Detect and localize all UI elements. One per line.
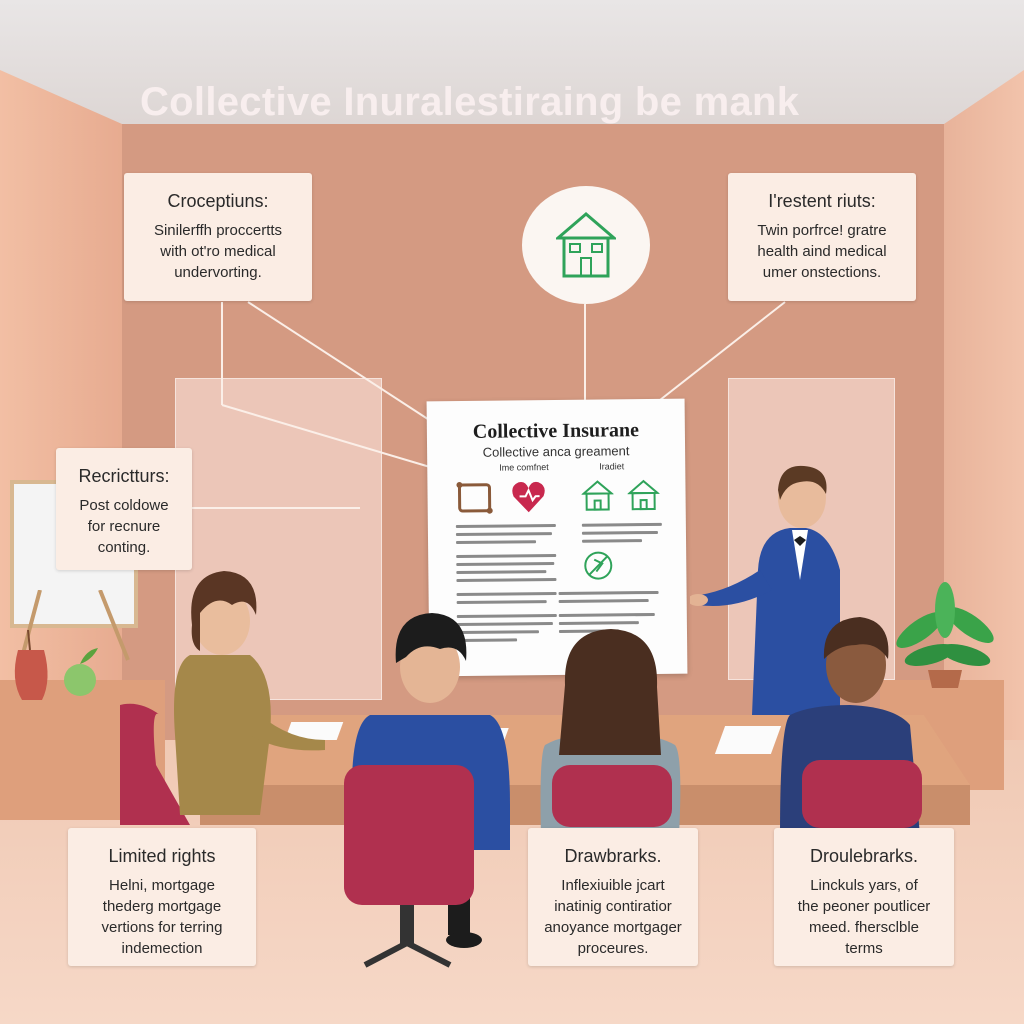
callout-title: Droulebrarks. <box>809 846 919 866</box>
poster-label-left: Ime comfnet <box>499 462 549 473</box>
shield-icon <box>584 551 613 580</box>
callout-body: Helni, mortgage thederg mortgage vertion… <box>101 877 223 957</box>
house-icon <box>581 480 614 511</box>
chair <box>344 765 474 968</box>
callout-title: I'restent riuts: <box>768 191 876 211</box>
house-icon <box>556 212 616 278</box>
poster-text-line <box>558 599 649 603</box>
poster-text-line <box>456 600 547 605</box>
poster-text-line <box>456 540 537 545</box>
callout-body: Twin porfrce! gratre health aind medical… <box>757 222 887 281</box>
callout-top-right: I'restent riuts: Twin porfrce! gratre he… <box>728 173 916 301</box>
plant <box>896 582 994 688</box>
callout-title: Limited rights <box>108 846 216 866</box>
page-title: Collective Inuralestiraing be mank <box>140 80 800 124</box>
poster-text-line <box>455 532 552 537</box>
poster-text-line <box>456 578 557 583</box>
callout-body: Inflexiuible jcart inatinig contiratior … <box>544 877 682 957</box>
callout-title: Croceptiuns: <box>167 191 269 211</box>
house-icon <box>627 479 660 511</box>
decor-vase-apple <box>14 629 98 700</box>
poster-text-line <box>455 524 556 529</box>
poster-title: Collective Insurane <box>472 419 640 443</box>
heart-icon <box>512 481 545 513</box>
poster-text-line <box>456 554 557 559</box>
callout-mid-left: Recrictturs: Post coldowe for recnure co… <box>56 448 192 570</box>
callout-title: Drawbrarks. <box>564 846 662 866</box>
house-badge <box>522 186 650 304</box>
callout-bottom-right: Droulebrarks. Linckuls yars, of the peon… <box>774 828 954 966</box>
insurance-poster: Collective Insurane Collective anca grea… <box>426 398 688 677</box>
chair <box>552 765 672 827</box>
poster-text-line <box>558 590 659 595</box>
poster-text-line <box>581 530 658 535</box>
callout-body: Linckuls yars, of the peoner poutlicer m… <box>797 877 931 957</box>
callout-body: Sinilerffh proccertts with ot'ro medical… <box>153 222 283 281</box>
paper-sheet <box>714 726 782 754</box>
attendee-left <box>120 571 325 825</box>
poster-text-line <box>582 539 643 543</box>
chain-icon <box>456 482 493 514</box>
poster-text-line <box>558 612 655 617</box>
poster-label-right: Iradiet <box>599 461 625 472</box>
ceiling <box>0 0 1024 124</box>
poster-text-line <box>581 522 662 527</box>
poster-subtitle: Collective anca greament <box>482 443 630 460</box>
presenter <box>690 465 840 715</box>
callout-title: Recrictturs: <box>78 466 170 486</box>
poster-text-line <box>456 592 557 597</box>
poster-text-line <box>456 562 555 567</box>
callout-bottom-left: Limited rights Helni, mortgage thederg m… <box>68 828 256 966</box>
poster-text-line <box>456 570 547 575</box>
chair <box>802 760 922 828</box>
callout-bottom-center: Drawbrarks. Inflexiuible jcart inatinig … <box>528 828 698 966</box>
callout-body: Post coldowe for recnure conting. <box>79 497 169 556</box>
callout-top-left: Croceptiuns: Sinilerffh proccertts with … <box>124 173 312 301</box>
